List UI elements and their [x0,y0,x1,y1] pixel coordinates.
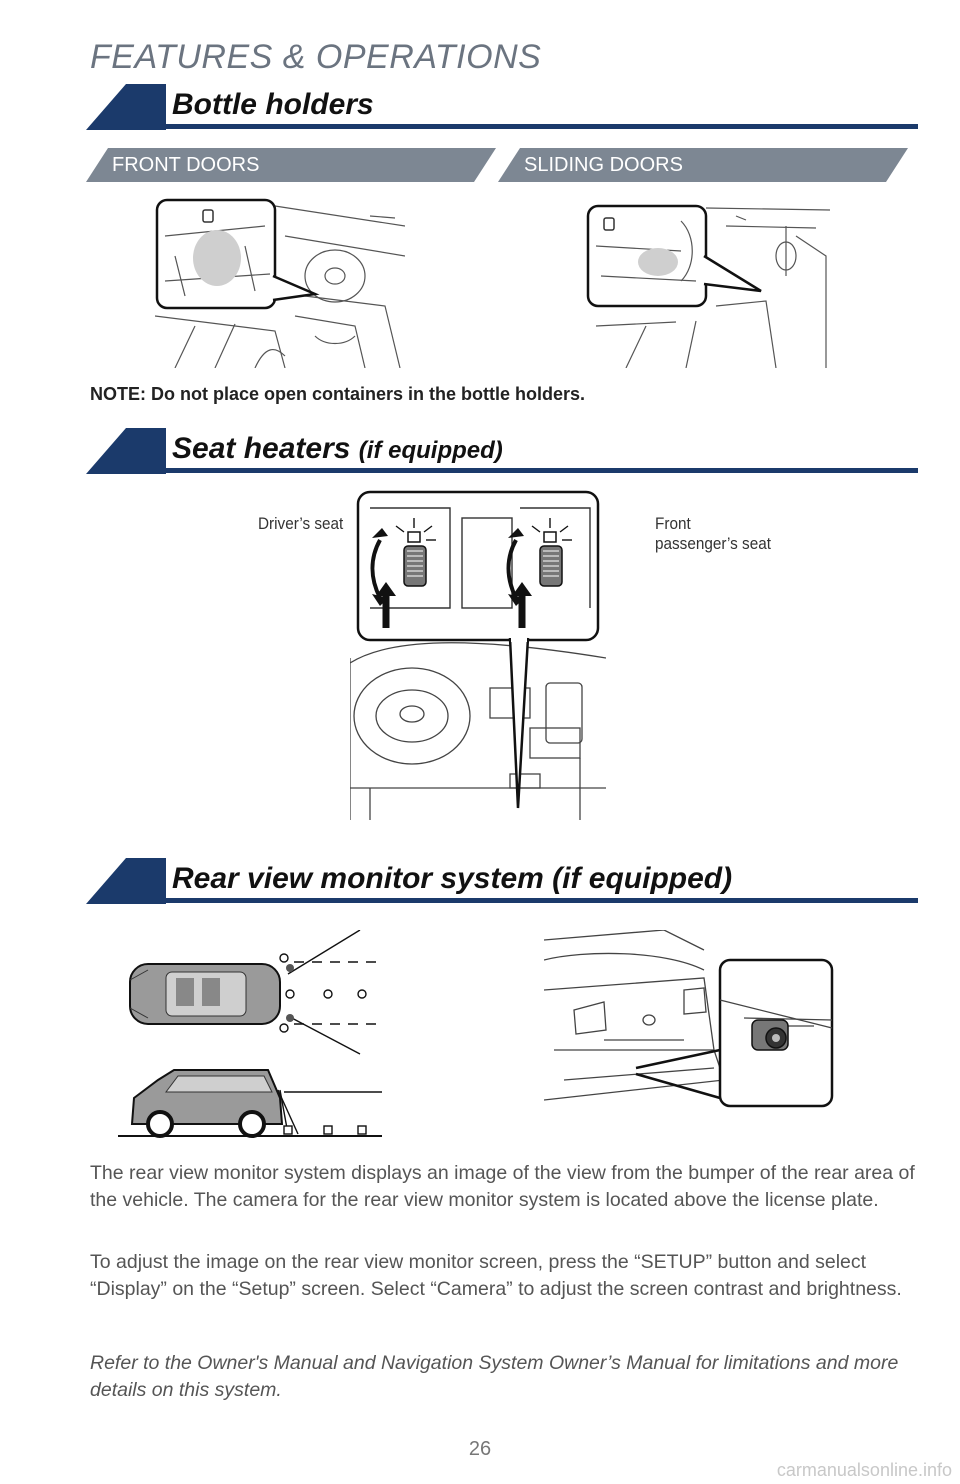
tab-sliding-doors: SLIDING DOORS [498,148,908,182]
watermark-text: carmanualsonline.info [776,1460,952,1480]
page-number: 26 [468,1438,492,1460]
rear-view-adjust-paragraph: To adjust the image on the rear view mon… [90,1251,902,1300]
section-header-rear-view-monitor: Rear view monitor system (if equipped) [86,858,918,904]
seat-heaters-qualifier: (if equipped) [358,437,503,464]
section-header-bottle-holders: Bottle holders [86,84,918,130]
section-title-rear-view-monitor: Rear view monitor system (if equipped) [172,862,733,895]
rear-view-camera-range-diagram [118,930,390,1140]
chapter-title: FEATURES & OPERATIONS [90,38,542,76]
callout-passenger-line1: Front [655,514,691,533]
section-header-seat-heaters: Seat heaters (if equipped) [86,428,918,474]
tab-sliding-doors-label: SLIDING DOORS [524,154,683,176]
callout-drivers-seat: Driver’s seat [258,514,344,533]
rear-camera-location-illustration [544,930,834,1112]
rear-view-reference-note: Refer to the Owner's Manual and Navigati… [90,1352,899,1401]
section-band-graphic [86,858,918,904]
section-band-graphic [86,428,918,474]
section-band-graphic [86,84,918,130]
tab-front-doors-label: FRONT DOORS [112,154,260,176]
section-title-bottle-holders: Bottle holders [172,88,374,121]
sliding-door-bottle-holder-illustration [586,196,830,368]
callout-passenger-line2: passenger’s seat [655,534,771,553]
rear-view-description-paragraph: The rear view monitor system displays an… [90,1162,915,1211]
section-title-seat-heaters: Seat heaters (if equipped) [172,432,503,466]
tab-front-doors: FRONT DOORS [86,148,496,182]
seat-heaters-title-text: Seat heaters [172,432,351,465]
seat-heater-switches-illustration [350,488,606,820]
front-door-bottle-holder-illustration [155,196,405,368]
callout-front-passenger-seat: Front passenger’s seat [655,514,771,554]
bottle-holder-note: NOTE: Do not place open containers in th… [90,384,586,404]
